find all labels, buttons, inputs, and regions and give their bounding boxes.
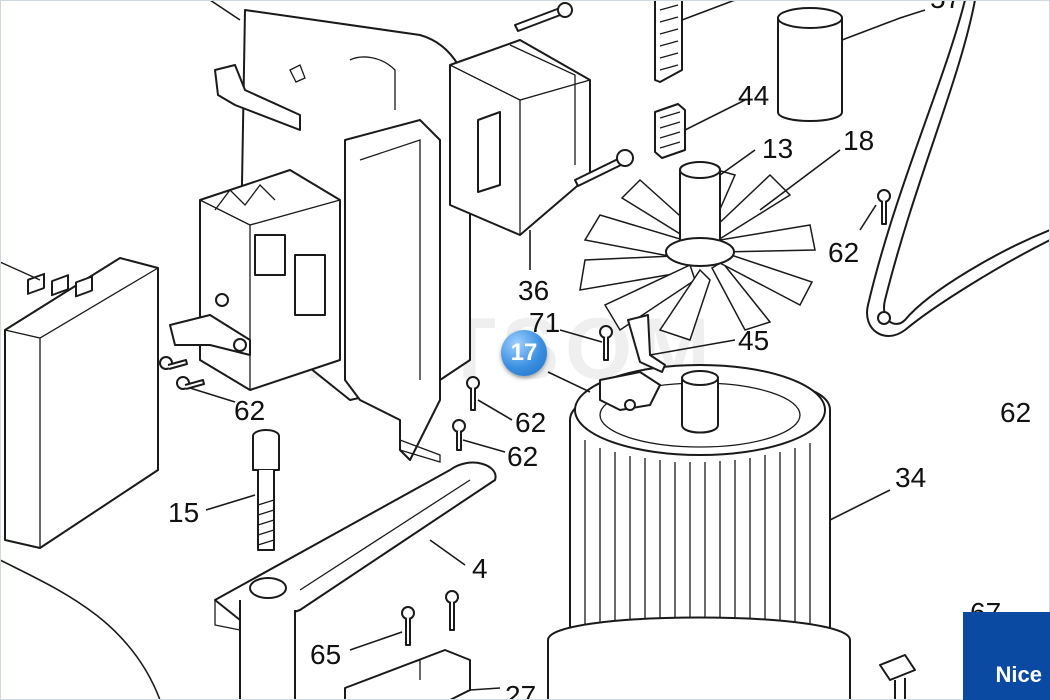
callout-44: 44 xyxy=(738,80,769,111)
callout-62-right: 62 xyxy=(1000,397,1031,428)
callout-27: 27 xyxy=(505,680,536,700)
curved-bracket xyxy=(866,0,1050,337)
callout-45: 45 xyxy=(738,325,769,356)
callout-4: 4 xyxy=(472,553,488,584)
callout-62-middle: 62 xyxy=(515,407,546,438)
capacitor xyxy=(777,7,843,122)
bolt-screws xyxy=(514,2,634,187)
cooling-fan xyxy=(579,161,816,341)
callout-36: 36 xyxy=(518,275,549,306)
callout-15: 15 xyxy=(168,497,199,528)
brush-block xyxy=(654,103,686,159)
part-17-hotspot[interactable]: 17 xyxy=(501,330,547,376)
bottom-bracket xyxy=(344,649,471,700)
callout-65: 65 xyxy=(310,639,341,670)
callout-34: 34 xyxy=(895,462,926,493)
leader-lines xyxy=(189,0,926,691)
callout-18: 18 xyxy=(843,125,874,156)
transformer xyxy=(449,39,591,236)
control-unit xyxy=(169,9,471,463)
small-screws xyxy=(159,189,916,700)
release-lever xyxy=(214,461,497,700)
callout-62-fan: 62 xyxy=(828,237,859,268)
battery-pack xyxy=(0,257,159,549)
motor xyxy=(547,314,851,700)
nice-logo: Nice xyxy=(963,612,1050,700)
brand-label: Nice xyxy=(995,662,1042,687)
gear-rack xyxy=(654,0,683,83)
long-bolt xyxy=(252,429,280,551)
callout-62-lower: 62 xyxy=(507,441,538,472)
callout-57: 57 xyxy=(930,0,961,14)
callout-13: 13 xyxy=(762,133,793,164)
callout-62-left: 62 xyxy=(234,395,265,426)
housing-outline xyxy=(0,0,241,700)
